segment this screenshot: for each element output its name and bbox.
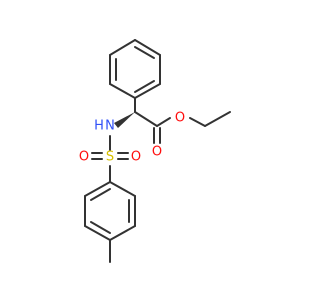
bond-ph6-ph1-inner bbox=[134, 80, 155, 93]
bond-ccarbonyl-oester bbox=[156, 117, 171, 127]
bond-ph4-ph5 bbox=[134, 39, 161, 56]
atom-oxygen-carbonyl: O bbox=[152, 145, 162, 160]
atom-sulfur: S bbox=[106, 150, 114, 165]
bond-ph3-ph4 bbox=[109, 39, 136, 56]
atom-oxygen-sulfonyl-left: O bbox=[79, 150, 89, 165]
molecule-structure: O O H N S O O bbox=[79, 39, 231, 263]
atom-oxygen-ester: O bbox=[175, 111, 185, 126]
bond-tol1-tol2-inner bbox=[90, 188, 111, 201]
bond-tol1-tol2 bbox=[84, 181, 111, 197]
bond-ph4-ph5-inner bbox=[134, 46, 155, 59]
tolyl-ring bbox=[84, 181, 136, 241]
bond-ph1-ph2 bbox=[109, 83, 136, 99]
bond-ph6-ph1 bbox=[134, 83, 161, 99]
bond-tol3-tol4-inner bbox=[90, 221, 111, 234]
atom-hydrogen-on-nitrogen: H bbox=[94, 119, 104, 134]
bond-oester-ch2 bbox=[189, 117, 206, 127]
bond-tol3-tol4 bbox=[84, 225, 111, 241]
bond-tol6-tol1 bbox=[109, 181, 136, 197]
wedge-bond-calpha-nitrogen bbox=[114, 112, 135, 128]
bond-ch2-ch3 bbox=[204, 111, 231, 127]
bond-calpha-ccarbonyl bbox=[134, 111, 158, 127]
phenyl-ring bbox=[109, 39, 161, 99]
atom-nitrogen: N bbox=[105, 119, 115, 134]
atom-oxygen-sulfonyl-right: O bbox=[131, 150, 141, 165]
bond-tol4-tol5 bbox=[109, 225, 136, 241]
